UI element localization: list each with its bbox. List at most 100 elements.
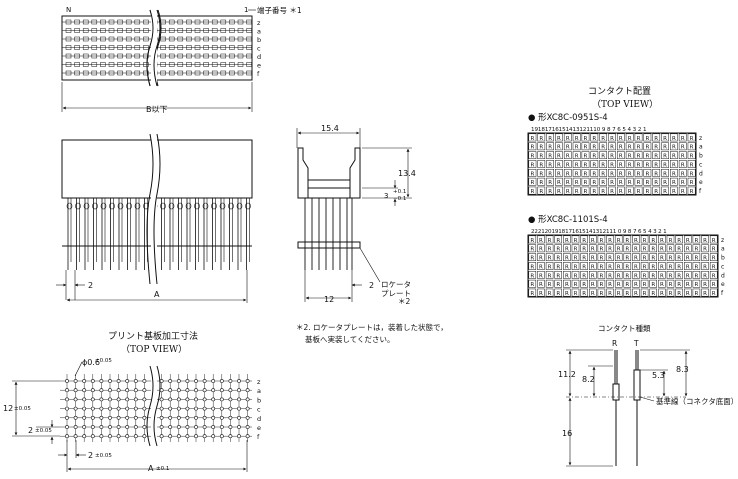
contact-cell-letter: R [619, 171, 623, 177]
row-label: z [257, 19, 261, 27]
contact-mark [168, 28, 175, 33]
pcb-hole [176, 397, 181, 402]
contact-cell-letter: R [690, 189, 694, 195]
pcb-hole [82, 379, 87, 383]
contact-cell-letter: R [548, 136, 552, 142]
contact-cell-letter: R [592, 189, 596, 195]
contact-cell-letter: R [634, 256, 638, 262]
contact-cell-letter: R [712, 247, 716, 253]
contact-cell [563, 133, 572, 142]
contact-cell-letter: R [584, 189, 588, 195]
contact-cell [666, 244, 675, 253]
pcb-hole [176, 379, 181, 383]
contact-cell-letter: R [694, 273, 698, 279]
contact-mark [229, 36, 235, 42]
pcb-hole [65, 379, 69, 383]
contact-cell-letter: R [556, 238, 560, 244]
contact-mark [186, 28, 192, 33]
contact-cell [537, 168, 546, 177]
contact-cell-letter: R [637, 154, 641, 160]
dim-2-side: 2 [369, 281, 374, 290]
contact-cell [625, 160, 634, 168]
note-ref: ＊2 [398, 297, 410, 306]
contact-cell [623, 235, 632, 244]
contact-mark [143, 70, 149, 76]
pcb-hole [82, 397, 87, 402]
pcb-hole [108, 415, 112, 420]
contact-cell-letter: R [608, 291, 612, 297]
pcb-subtitle: （TOP VIEW） [121, 344, 187, 355]
contact-cell [597, 262, 606, 270]
contact-cell-letter: R [651, 291, 655, 297]
pcb-hole [82, 434, 87, 439]
dim-12-side: 12 [324, 295, 334, 304]
contact-cell-letter: R [645, 136, 649, 142]
contact-cell [670, 168, 678, 177]
contact-row-label: c [721, 263, 724, 270]
contact-cell [687, 142, 696, 151]
contact-mark [125, 70, 132, 76]
contact-cell [606, 244, 614, 253]
contact-cell [589, 288, 597, 297]
contact-cell [590, 168, 599, 177]
contact-cell [528, 270, 537, 279]
contact-cell [581, 133, 590, 142]
pcb-hole [245, 388, 250, 393]
contact-cell-letter: R [574, 247, 578, 253]
contact-cell-letter: R [694, 256, 698, 262]
contact-cell [537, 262, 545, 270]
contact-cell [555, 151, 563, 160]
contact-cell-letter: R [592, 180, 596, 186]
contact-cell-letter: R [634, 273, 638, 279]
contact-cell-letter: R [672, 189, 676, 195]
pcb-hole [202, 425, 207, 429]
pcb-row-label: f [257, 433, 260, 441]
contact-cell-letter: R [599, 256, 603, 262]
contact-cell [563, 142, 572, 151]
contact-cell-letter: R [660, 291, 664, 297]
contact-cell-letter: R [591, 238, 595, 244]
contact-cell-letter: R [690, 154, 694, 160]
contact-cell-letter: R [539, 256, 543, 262]
contact-cell [589, 262, 597, 270]
contact-mark [117, 45, 123, 50]
contact-mark [74, 45, 80, 50]
contact-cell-letter: R [599, 273, 603, 279]
contact-cell-letter: R [617, 282, 621, 288]
contact-cell-letter: R [539, 247, 543, 253]
contact-cell [546, 186, 554, 195]
contact-cell [678, 142, 687, 151]
pin-head [202, 202, 209, 210]
contact-cell-letter: R [645, 145, 649, 151]
contact-cell [675, 235, 683, 244]
contact-cell-letter: R [566, 154, 570, 160]
contact-cell [608, 186, 616, 195]
pcb-hole [142, 379, 147, 383]
contact-cell-letter: R [628, 136, 632, 142]
contact-cell [640, 253, 649, 262]
pcb-hole [99, 434, 104, 439]
pcb-hole [245, 379, 250, 383]
contact-cell-letter: R [681, 180, 685, 186]
contact-cell-letter: R [669, 291, 673, 297]
pcb-hole [194, 415, 198, 420]
contact-cell-letter: R [530, 273, 534, 279]
pcb-hole [245, 406, 250, 411]
pcb-hole [116, 434, 121, 439]
contact-cell [675, 253, 683, 262]
contact-cell [670, 133, 678, 142]
contact-cell [581, 168, 590, 177]
contact-cell [623, 253, 632, 262]
contact-cell-letter: R [643, 247, 647, 253]
model-2-numbers: 2221201918171615141312111 0 9 8 7 6 5 4 … [531, 229, 667, 235]
contact-cell-letter: R [643, 238, 647, 244]
pcb-hole [65, 415, 69, 420]
contact-cell-letter: R [703, 238, 707, 244]
pcb-hole [90, 415, 95, 420]
pcb-hole [73, 397, 78, 402]
dim-b: B以下 [146, 105, 168, 114]
contact-cell-letter: R [625, 291, 629, 297]
pcb-hole [159, 379, 164, 383]
contact-cell-letter: R [565, 238, 569, 244]
contact-cell-letter: R [645, 171, 649, 177]
